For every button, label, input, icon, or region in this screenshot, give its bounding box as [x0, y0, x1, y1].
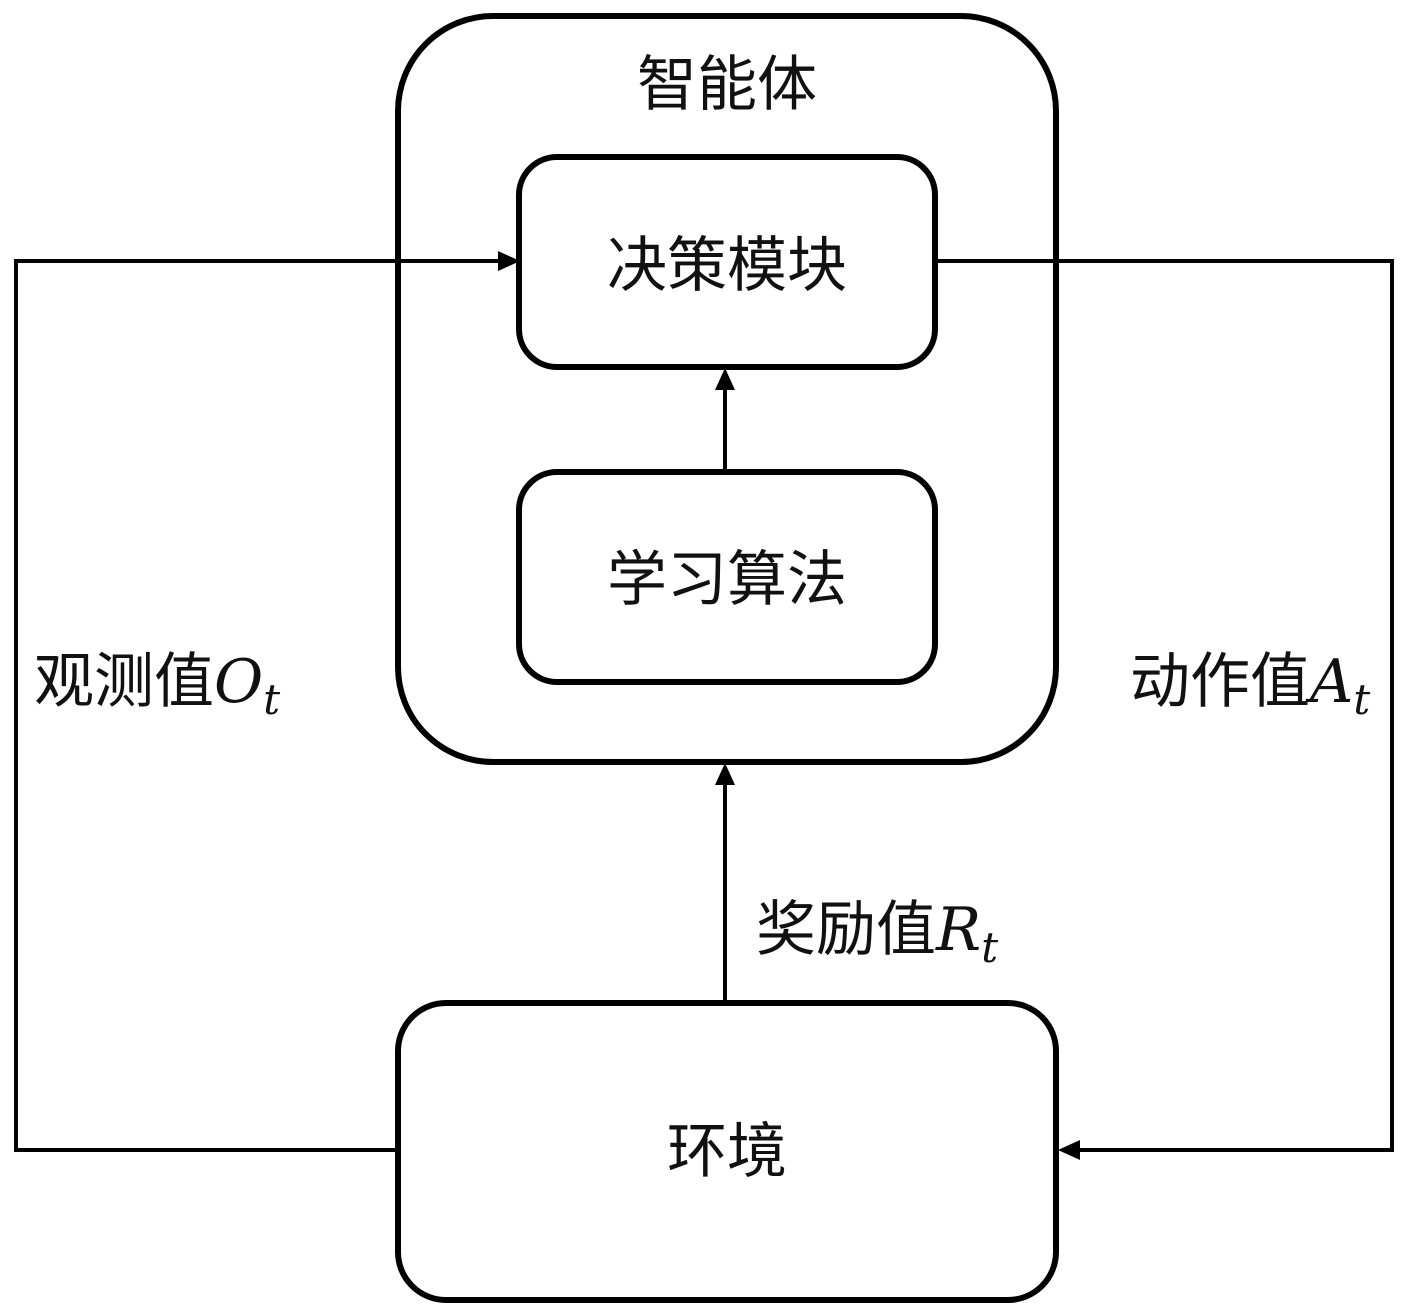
action-label: 动作值At	[1130, 647, 1370, 724]
observation-label-text: 观测值	[34, 647, 214, 717]
action-label-text: 动作值	[1130, 647, 1310, 717]
reward-arrowhead	[715, 763, 735, 785]
action-arrowhead	[1058, 1140, 1080, 1160]
agent-title: 智能体	[637, 50, 817, 120]
observation-subscript: t	[263, 675, 280, 724]
action-subscript: t	[1353, 675, 1370, 724]
environment-label: 环境	[667, 1117, 787, 1187]
observation-arrowhead	[498, 251, 520, 271]
learning-to-decision-arrowhead	[715, 368, 735, 390]
reward-label-text: 奖励值	[756, 895, 936, 965]
reward-subscript: t	[981, 923, 998, 972]
action-symbol: A	[1305, 647, 1353, 717]
reward-label: 奖励值Rt	[756, 895, 998, 972]
decision-module-label: 决策模块	[607, 231, 847, 301]
observation-label: 观测值Ot	[34, 647, 280, 724]
learning-algorithm-label: 学习算法	[607, 545, 847, 615]
observation-line	[14, 259, 500, 1152]
action-line	[935, 259, 1394, 1152]
observation-symbol: O	[214, 647, 263, 717]
reward-symbol: R	[935, 895, 981, 965]
